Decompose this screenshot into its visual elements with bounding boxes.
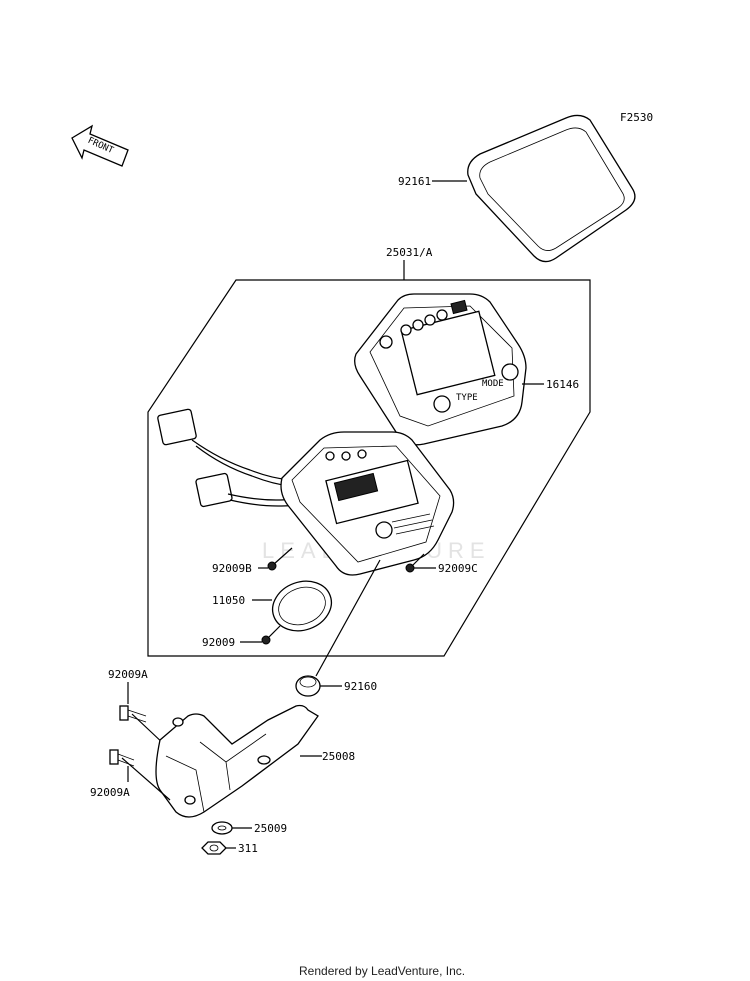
nut-311-icon xyxy=(201,841,227,855)
wire-harness xyxy=(157,408,303,508)
figure-code: F2530 xyxy=(620,111,653,124)
cover-screw-hole-icon xyxy=(379,335,393,349)
assembly-outline xyxy=(147,279,591,657)
connector-plug-icon xyxy=(195,472,233,508)
mode-button-label: MODE xyxy=(482,379,504,389)
meter-screw-hole-icon xyxy=(341,451,351,461)
connector-plug-icon xyxy=(157,408,197,446)
bracket-hole-icon xyxy=(257,755,271,765)
type-button-icon xyxy=(433,395,451,413)
mode-button-icon xyxy=(501,363,519,381)
indicator-light-icon xyxy=(412,319,424,331)
bracket-25008 xyxy=(155,704,319,818)
callout-92009c: 92009C xyxy=(438,562,478,575)
callout-25009: 25009 xyxy=(254,822,287,835)
damper-92160 xyxy=(295,559,381,697)
meter-knob-icon xyxy=(375,521,393,539)
callout-16146: 16146 xyxy=(546,378,579,391)
washer-25009-icon xyxy=(211,821,233,835)
ring-11050 xyxy=(271,580,333,632)
footer-credit: Rendered by LeadVenture, Inc. xyxy=(299,964,465,978)
indicator-light-icon xyxy=(436,309,448,321)
brand-logo-icon xyxy=(450,299,468,315)
callout-92161: 92161 xyxy=(398,175,431,188)
meter-cover-window xyxy=(400,310,496,396)
front-direction-arrow-icon: FRONT xyxy=(71,124,129,167)
callout-92160: 92160 xyxy=(344,680,377,693)
callout-92009a-bottom: 92009A xyxy=(90,786,130,799)
callout-92009b: 92009B xyxy=(212,562,252,575)
type-button-label: TYPE xyxy=(456,393,478,403)
callout-25031a: 25031/A xyxy=(386,246,433,259)
bolt-92009a-top-icon xyxy=(119,705,167,747)
callout-25008: 25008 xyxy=(322,750,355,763)
indicator-light-icon xyxy=(400,324,412,336)
lcd-segment-icon xyxy=(333,472,379,502)
bracket-hole-icon xyxy=(172,717,184,727)
bracket-hole-icon xyxy=(184,795,196,805)
meter-cover-16146: TYPE MODE xyxy=(354,293,527,446)
screw-92009-icon xyxy=(261,625,281,645)
bolt-92009a-bottom-icon xyxy=(109,749,171,801)
meter-screw-hole-icon xyxy=(325,451,335,461)
indicator-light-icon xyxy=(424,314,436,326)
lens-gasket-92161 xyxy=(467,114,636,263)
screw-92009b-icon xyxy=(267,547,293,571)
meter-screw-hole-icon xyxy=(357,449,367,459)
callout-311: 311 xyxy=(238,842,258,855)
callout-92009: 92009 xyxy=(202,636,235,649)
meter-body xyxy=(280,431,455,576)
callout-92009a-top: 92009A xyxy=(108,668,148,681)
callout-11050: 11050 xyxy=(212,594,245,607)
